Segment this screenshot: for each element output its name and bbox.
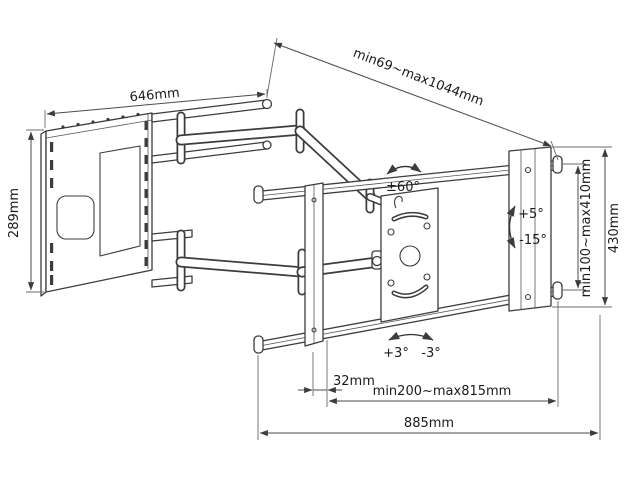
swivel-arrow-icon — [386, 162, 422, 175]
rail-length-label: 885mm — [404, 416, 454, 431]
swivel-angle-label: ±60° — [386, 180, 420, 195]
dim-rail-length: 885mm — [257, 315, 601, 440]
height-adjust-label: min100~max410mm — [579, 159, 594, 298]
wall-plate — [40, 112, 153, 297]
plate-height-label: 289mm — [7, 188, 22, 238]
dim-plate-height: 289mm — [7, 129, 44, 293]
tilt-arrow-icon — [506, 205, 516, 249]
tv-bracket-right — [508, 146, 552, 312]
rail-offset-label: 32mm — [333, 374, 375, 389]
roll-minus-label: -3° — [421, 346, 440, 361]
rail-end-caps — [253, 155, 563, 354]
dim-height-adjust: min100~max410mm — [563, 159, 594, 298]
rail-adjust-label: min200~max815mm — [373, 384, 512, 399]
roll-plus-label: +3° — [383, 346, 409, 361]
plate-slots — [50, 112, 148, 285]
dim-plate-width: 646mm — [44, 86, 268, 128]
swivel-annotation: ±60° — [386, 162, 422, 195]
dim-rail-adjust: min200~max815mm — [326, 301, 559, 407]
articulating-arm-lower — [175, 229, 384, 296]
arm-extension-label: min69~max1044mm — [351, 46, 486, 110]
tv-bracket-left — [304, 182, 324, 347]
dim-rail-offset: 32mm — [298, 352, 375, 396]
plate-width-label: 646mm — [129, 86, 180, 105]
vesa-plate — [371, 187, 439, 323]
roll-arrow-icon — [388, 331, 434, 341]
roll-annotation: +3° -3° — [383, 331, 441, 361]
tilt-annotation: +5° -15° — [506, 205, 547, 249]
tilt-down-label: -15° — [519, 233, 547, 248]
bracket-height-label: 430mm — [607, 203, 622, 253]
tilt-up-label: +5° — [518, 207, 544, 222]
dim-bracket-height: 430mm — [552, 146, 622, 308]
